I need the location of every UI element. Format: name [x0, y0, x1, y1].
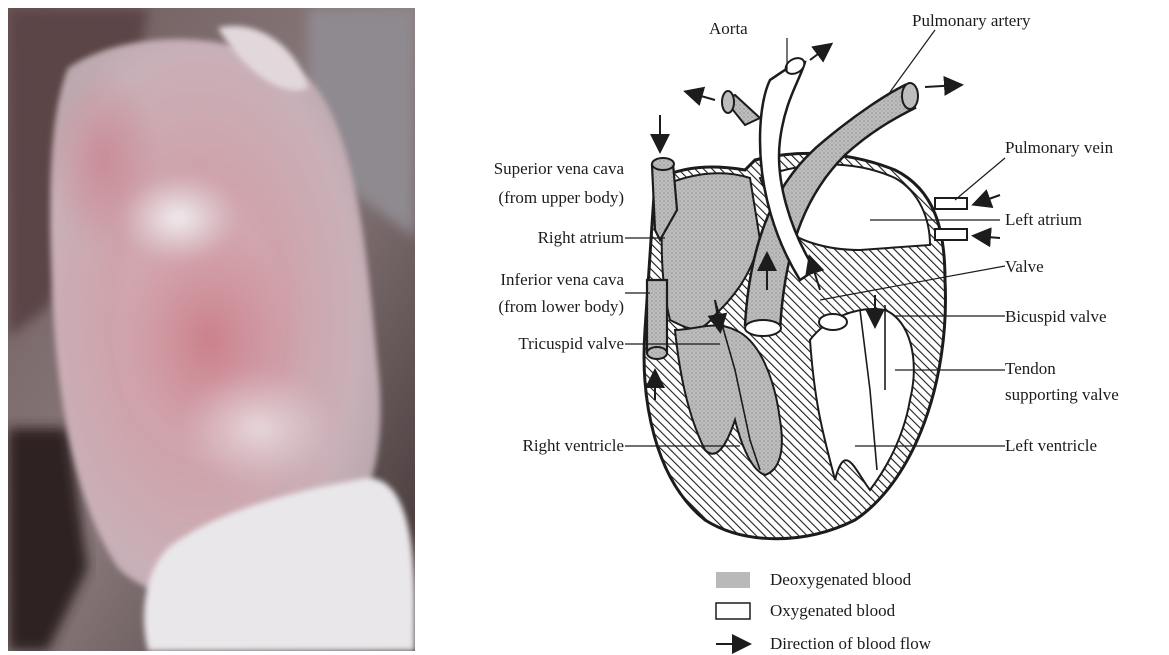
label-bicuspid-valve: Bicuspid valve	[1005, 306, 1107, 327]
label-right-ventricle: Right ventricle	[522, 435, 624, 456]
label-ivc-from-lower-body: (from lower body)	[498, 296, 624, 317]
heart-tissue-photo	[8, 8, 415, 651]
legend-oxygenated-label: Oxygenated blood	[770, 600, 895, 621]
label-valve: Valve	[1005, 256, 1044, 277]
label-right-atrium: Right atrium	[538, 227, 624, 248]
legend-deoxygenated-swatch	[716, 572, 750, 588]
label-tendon: Tendon	[1005, 358, 1056, 379]
legend-direction-label: Direction of blood flow	[770, 633, 931, 654]
label-left-atrium: Left atrium	[1005, 209, 1082, 230]
legend-deoxygenated-label: Deoxygenated blood	[770, 569, 911, 590]
legend-oxygenated-swatch	[716, 603, 750, 619]
inferior-vena-cava	[647, 280, 667, 359]
heart-diagram: Aorta Pulmonary artery Pulmonary vein Le…	[415, 0, 1169, 655]
legend-swatches	[716, 572, 750, 644]
label-tendon-supporting: supporting valve	[1005, 384, 1119, 405]
label-svc-from-upper-body: (from upper body)	[498, 187, 624, 208]
label-left-ventricle: Left ventricle	[1005, 435, 1097, 456]
pulmonary-vein-vessel	[935, 198, 967, 240]
label-inferior-vena-cava: Inferior vena cava	[500, 269, 624, 290]
label-tricuspid-valve: Tricuspid valve	[518, 333, 624, 354]
label-pulmonary-artery: Pulmonary artery	[912, 10, 1031, 31]
label-superior-vena-cava: Superior vena cava	[494, 158, 624, 179]
label-aorta: Aorta	[709, 18, 748, 39]
label-pulmonary-vein: Pulmonary vein	[1005, 137, 1113, 158]
